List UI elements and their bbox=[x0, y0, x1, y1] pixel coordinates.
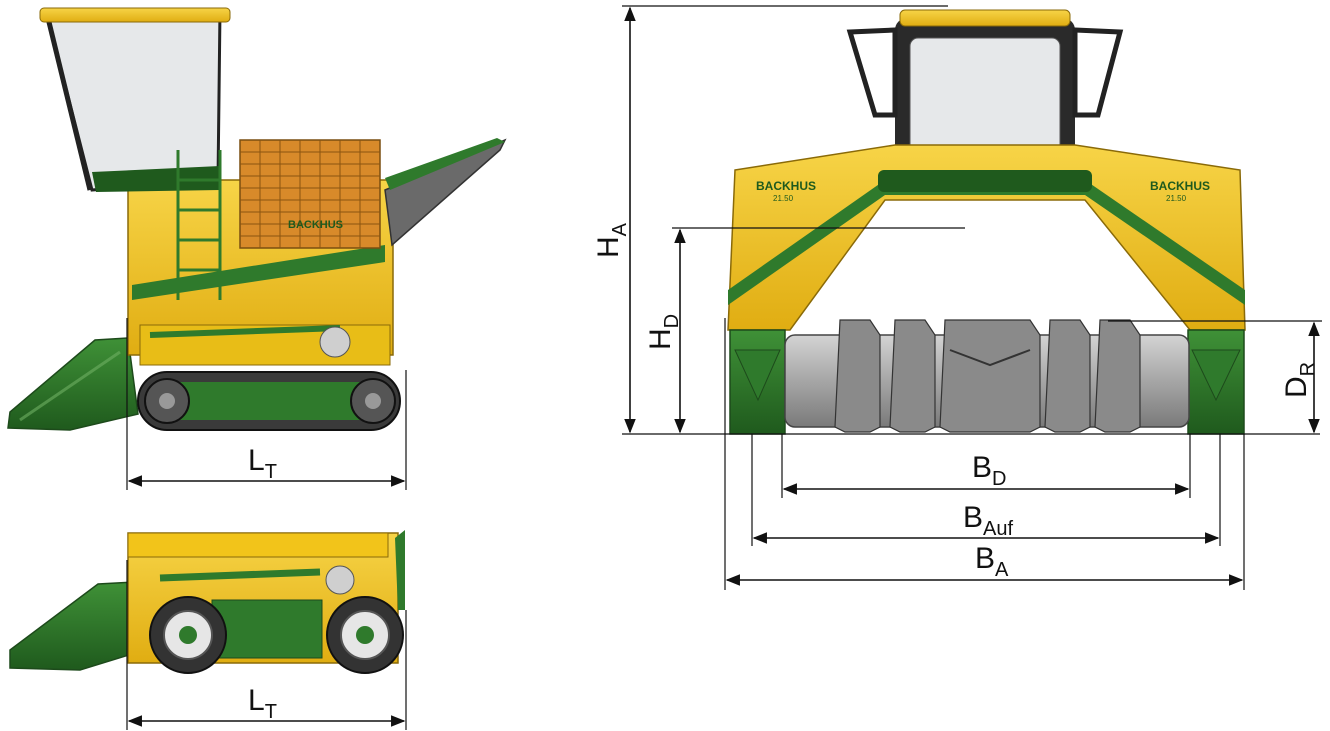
svg-text:HD: HD bbox=[644, 314, 683, 350]
dimension-track-length: LT bbox=[126, 318, 407, 490]
logo-right: BACKHUS bbox=[1150, 179, 1210, 193]
cabin bbox=[46, 8, 222, 192]
front-view: BACKHUS 21.50 BACKHUS 21.50 bbox=[727, 9, 1246, 435]
dimension-windrow-width: BAuf bbox=[751, 434, 1221, 546]
model-left: 21.50 bbox=[773, 194, 794, 203]
dim-label-sub: A bbox=[609, 222, 631, 236]
dim-label-sub: T bbox=[265, 461, 277, 483]
dim-label-main: L bbox=[248, 684, 265, 717]
dimension-passage-height: HD bbox=[644, 227, 965, 434]
svg-text:HA: HA bbox=[592, 222, 631, 258]
svg-text:BAuf: BAuf bbox=[963, 501, 1013, 540]
dimension-wheel-length: LT bbox=[126, 560, 407, 730]
dim-label-main: B bbox=[975, 542, 995, 575]
dim-label-main: L bbox=[248, 444, 265, 477]
svg-text:DR: DR bbox=[1280, 362, 1319, 398]
svg-text:BD: BD bbox=[972, 451, 1006, 490]
dim-label-main: H bbox=[592, 236, 625, 258]
dim-label-sub: D bbox=[661, 314, 683, 328]
dimension-overall-width: BA bbox=[724, 318, 1245, 590]
svg-text:LT: LT bbox=[248, 444, 277, 483]
dim-label-sub: A bbox=[995, 559, 1009, 581]
svg-text:BA: BA bbox=[975, 542, 1009, 581]
dim-label-sub: Auf bbox=[983, 518, 1013, 540]
front-scoop-wheeled bbox=[9, 581, 146, 671]
logo-left: BACKHUS bbox=[756, 179, 816, 193]
dimension-passage-width: BD bbox=[781, 434, 1191, 498]
dim-label-sub: T bbox=[265, 701, 277, 723]
dim-label-main: B bbox=[963, 501, 983, 534]
dimension-rotor-diameter: DR bbox=[1108, 320, 1322, 434]
dim-label-sub: D bbox=[992, 468, 1006, 490]
dim-label-main: D bbox=[1280, 376, 1313, 398]
dim-label-main: B bbox=[972, 451, 992, 484]
dimension-overall-height: HA bbox=[592, 5, 948, 434]
dim-label-main: H bbox=[644, 328, 677, 350]
radiator-grille bbox=[239, 139, 381, 249]
svg-text:LT: LT bbox=[248, 684, 277, 723]
model-right: 21.50 bbox=[1166, 194, 1187, 203]
dim-label-sub: R bbox=[1297, 362, 1319, 376]
side-view-wheeled bbox=[9, 530, 405, 674]
logo-side: BACKHUS bbox=[288, 219, 343, 231]
side-view-crawler: BACKHUS bbox=[7, 7, 507, 431]
discharge-chute bbox=[384, 138, 507, 247]
